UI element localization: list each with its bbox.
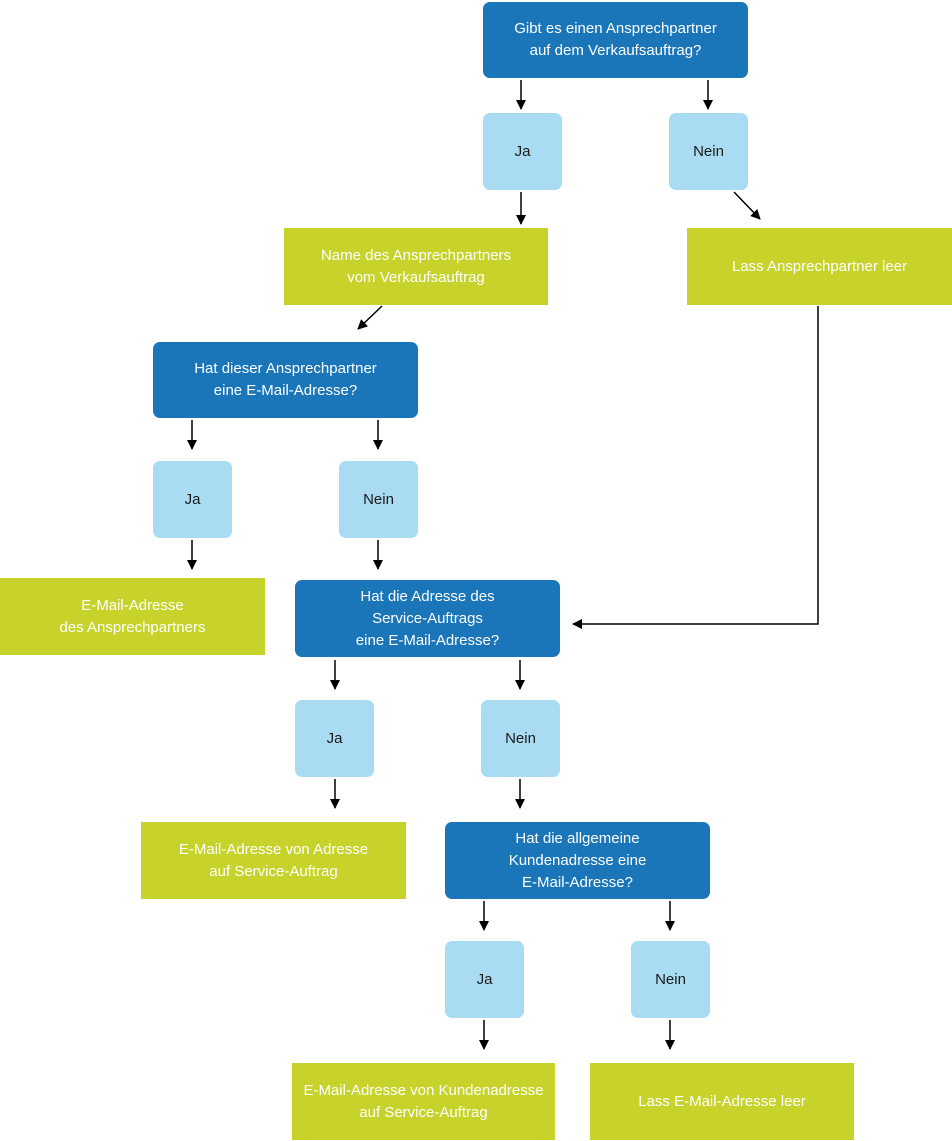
outcome-contact-email: E-Mail-Adresse des Ansprechpartners xyxy=(0,578,265,655)
outcome-customer-address-email: E-Mail-Adresse von Kundenadresse auf Ser… xyxy=(292,1063,555,1140)
answer-q3-yes: Ja xyxy=(295,700,374,777)
decision-contact-on-sales-order: Gibt es einen Ansprechpartner auf dem Ve… xyxy=(483,2,748,78)
answer-q2-no: Nein xyxy=(339,461,418,538)
outcome-leave-contact-empty: Lass Ansprechpartner leer xyxy=(687,228,952,305)
decision-customer-address-has-email: Hat die allgemeine Kundenadresse eine E-… xyxy=(445,822,710,899)
answer-q4-no: Nein xyxy=(631,941,710,1018)
arrow-no-to-leave-contact xyxy=(733,191,761,220)
arrow-contact-name-to-q2 xyxy=(357,305,383,330)
outcome-leave-email-empty: Lass E-Mail-Adresse leer xyxy=(590,1063,854,1140)
answer-q1-yes: Ja xyxy=(483,113,562,190)
answer-q3-no: Nein xyxy=(481,700,560,777)
decision-service-address-has-email: Hat die Adresse des Service-Auftrags ein… xyxy=(295,580,560,657)
answer-q4-yes: Ja xyxy=(445,941,524,1018)
decision-contact-has-email: Hat dieser Ansprechpartner eine E-Mail-A… xyxy=(153,342,418,418)
answer-q2-yes: Ja xyxy=(153,461,232,538)
outcome-contact-name: Name des Ansprechpartners vom Verkaufsau… xyxy=(284,228,548,305)
answer-q1-no: Nein xyxy=(669,113,748,190)
arrow-leave-contact-to-q3 xyxy=(572,306,819,629)
outcome-service-address-email: E-Mail-Adresse von Adresse auf Service-A… xyxy=(141,822,406,899)
